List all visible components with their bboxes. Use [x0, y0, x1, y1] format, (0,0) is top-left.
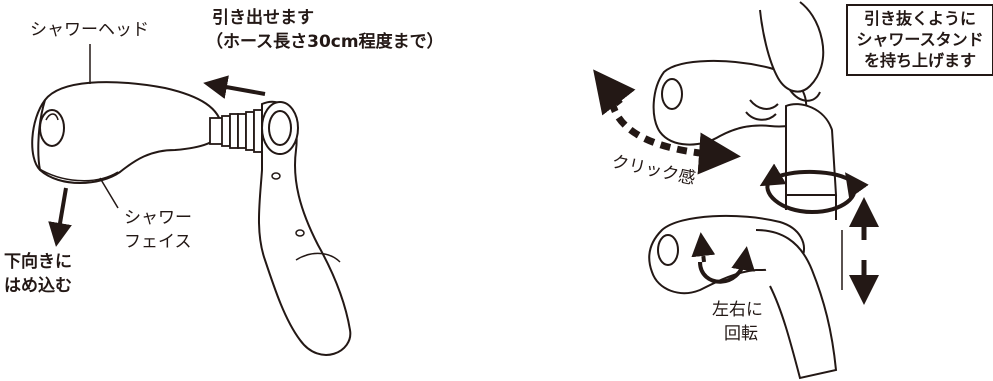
box-line2: シャワースタンド [856, 29, 984, 49]
label-pull-line1: 引き出せます [212, 8, 314, 28]
shower-stand-left [258, 100, 352, 356]
label-down-line1: 下向きに [4, 252, 72, 272]
label-rotate-line2: 回転 [724, 324, 758, 344]
label-down-line2: はめ込む [4, 276, 72, 296]
hand-icon [745, 1, 825, 121]
shower-head-right-top [652, 59, 808, 146]
shower-head-right-bottom [648, 214, 838, 380]
pull-arrow [203, 75, 266, 99]
leader-shower-face [99, 177, 119, 209]
down-arrow [48, 187, 72, 247]
shower-head-left [31, 81, 223, 184]
box-line3: を持ち上げます [863, 50, 976, 70]
label-pull-line2: （ホース長さ30cm程度まで） [206, 32, 444, 52]
label-rotate-line1: 左右に [712, 300, 763, 320]
label-face-line2: フェイス [124, 232, 192, 252]
instruction-box: 引き抜くように シャワースタンド を持ち上げます [846, 4, 993, 77]
box-line1: 引き抜くように [863, 9, 976, 28]
rotate-ring-arrow [765, 172, 869, 215]
label-shower-head: シャワーヘッド [30, 20, 149, 40]
rotate-small-arrow [698, 246, 755, 284]
stand-column [785, 103, 838, 220]
label-face-line1: シャワー [124, 208, 192, 228]
